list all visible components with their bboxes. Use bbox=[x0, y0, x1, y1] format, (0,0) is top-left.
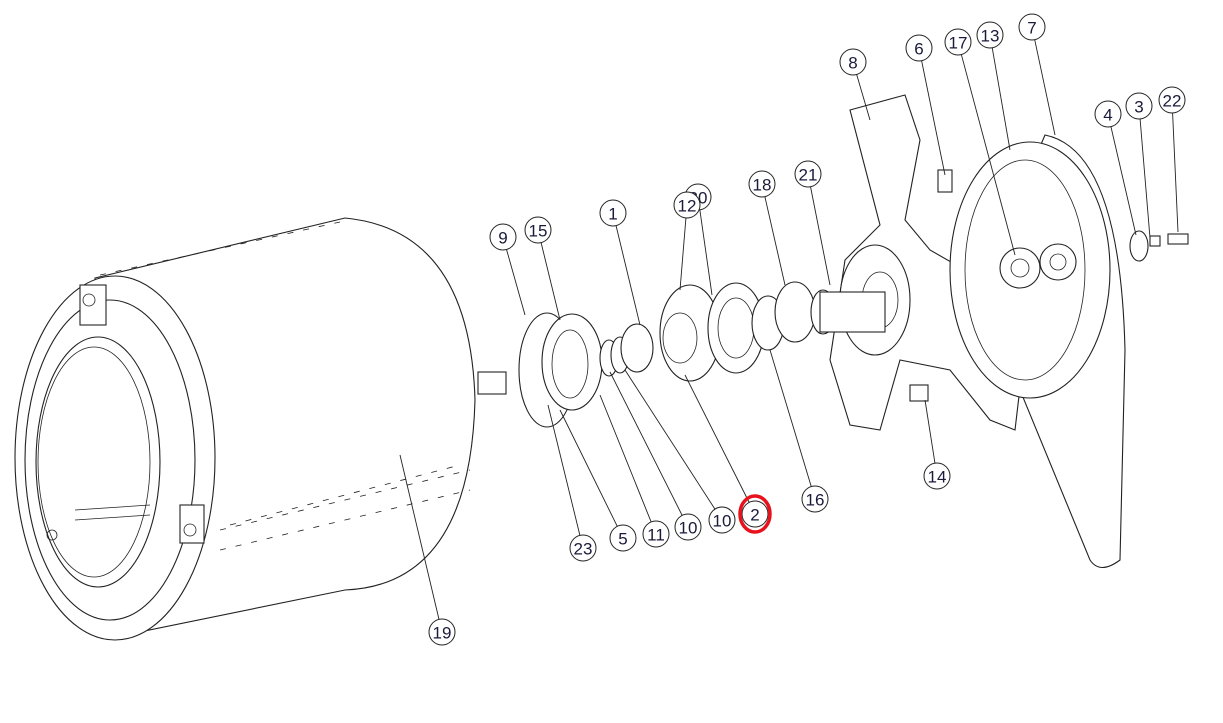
callout-circle bbox=[642, 520, 670, 548]
callout-circle bbox=[1018, 13, 1046, 41]
callout-label: 13 bbox=[981, 27, 1000, 46]
callout-3: 3 bbox=[1125, 92, 1153, 239]
callout-22: 22 bbox=[1158, 86, 1186, 233]
callout-circle bbox=[794, 160, 822, 188]
callout-17: 17 bbox=[944, 28, 1016, 256]
callout-circle bbox=[801, 485, 829, 513]
leader-line bbox=[1172, 112, 1179, 233]
callout-circle bbox=[1125, 92, 1153, 120]
callout-label: 22 bbox=[1163, 92, 1182, 111]
leader-line bbox=[599, 394, 652, 523]
leader-line bbox=[540, 242, 561, 321]
leader-line bbox=[559, 409, 618, 527]
leader-line bbox=[921, 60, 946, 176]
leader-line bbox=[699, 209, 713, 296]
callout-circle bbox=[673, 191, 701, 219]
callout-label: 16 bbox=[806, 491, 825, 510]
callout-circle bbox=[923, 462, 951, 490]
pulley bbox=[949, 134, 1189, 569]
callout-7: 7 bbox=[1018, 13, 1056, 136]
leader-line bbox=[769, 349, 812, 487]
callout-16: 16 bbox=[769, 349, 829, 513]
callout-label: 17 bbox=[949, 34, 968, 53]
callout-12: 12 bbox=[673, 191, 701, 291]
seal-rings bbox=[518, 281, 836, 428]
callout-label: 15 bbox=[529, 222, 548, 241]
leader-line bbox=[764, 196, 786, 286]
callout-circle bbox=[674, 513, 702, 541]
callout-9: 9 bbox=[489, 223, 526, 316]
callout-label: 1 bbox=[608, 205, 617, 224]
callout-label: 23 bbox=[574, 540, 593, 559]
callout-circle bbox=[609, 524, 637, 552]
callout-label: 4 bbox=[1103, 106, 1112, 125]
callout-label: 5 bbox=[618, 530, 627, 549]
leader-line bbox=[960, 54, 1016, 256]
callout-circle bbox=[428, 618, 456, 646]
callout-circle bbox=[599, 199, 627, 227]
callout-14: 14 bbox=[923, 399, 951, 490]
callout-8: 8 bbox=[839, 48, 871, 121]
callout-circle bbox=[708, 506, 736, 534]
leader-line bbox=[547, 404, 581, 536]
callout-circle bbox=[489, 223, 517, 251]
callout-10: 10 bbox=[609, 371, 702, 541]
leader-line bbox=[615, 225, 641, 326]
callout-19: 19 bbox=[399, 454, 456, 646]
callout-10: 10 bbox=[624, 369, 736, 534]
leader-line bbox=[991, 47, 1011, 151]
callout-circle bbox=[741, 500, 769, 528]
callout-circle bbox=[905, 34, 933, 62]
callout-label: 12 bbox=[678, 197, 697, 216]
callout-23: 23 bbox=[547, 404, 597, 562]
leader-line bbox=[1139, 118, 1151, 239]
callout-label: 14 bbox=[928, 468, 947, 487]
callout-label: 11 bbox=[647, 526, 665, 545]
leader-line bbox=[924, 399, 936, 464]
callout-label: 7 bbox=[1027, 19, 1036, 38]
callout-15: 15 bbox=[524, 216, 561, 321]
callout-label: 21 bbox=[799, 166, 818, 185]
callout-2: 2 bbox=[684, 374, 772, 534]
callout-label: 18 bbox=[753, 176, 772, 195]
callout-circle bbox=[1158, 86, 1186, 114]
callout-4: 4 bbox=[1094, 100, 1137, 236]
highlight-ring bbox=[738, 494, 772, 534]
leader-line bbox=[684, 374, 750, 503]
callout-18: 18 bbox=[748, 170, 786, 286]
callout-label: 9 bbox=[498, 229, 507, 248]
callout-label: 10 bbox=[679, 519, 698, 538]
callout-circle bbox=[524, 216, 552, 244]
callout-label: 6 bbox=[914, 40, 923, 59]
leader-line bbox=[679, 217, 687, 291]
callout-circle bbox=[976, 21, 1004, 49]
leader-line bbox=[856, 74, 871, 121]
leader-line bbox=[810, 186, 831, 286]
callout-label: 10 bbox=[713, 512, 732, 531]
callout-11: 11 bbox=[599, 394, 670, 548]
callout-circle bbox=[748, 170, 776, 198]
leader-line bbox=[609, 371, 683, 516]
leader-line bbox=[399, 454, 440, 620]
callout-label: 3 bbox=[1134, 98, 1143, 117]
leader-line bbox=[1034, 39, 1056, 136]
callout-circle bbox=[944, 28, 972, 56]
callout-circle bbox=[1094, 100, 1122, 128]
callout-label: 2 bbox=[750, 506, 759, 525]
callout-13: 13 bbox=[976, 21, 1011, 151]
drum-part bbox=[14, 217, 507, 641]
callout-21: 21 bbox=[794, 160, 831, 286]
callout-1: 1 bbox=[599, 199, 641, 326]
callout-label: 8 bbox=[848, 54, 857, 73]
leader-line bbox=[506, 249, 526, 316]
callout-6: 6 bbox=[905, 34, 946, 176]
callout-5: 5 bbox=[559, 409, 637, 552]
callout-label: 19 bbox=[433, 624, 452, 643]
leader-line bbox=[1110, 126, 1137, 236]
leader-line bbox=[624, 369, 716, 510]
callout-circle bbox=[569, 534, 597, 562]
callout-circle bbox=[839, 48, 867, 76]
